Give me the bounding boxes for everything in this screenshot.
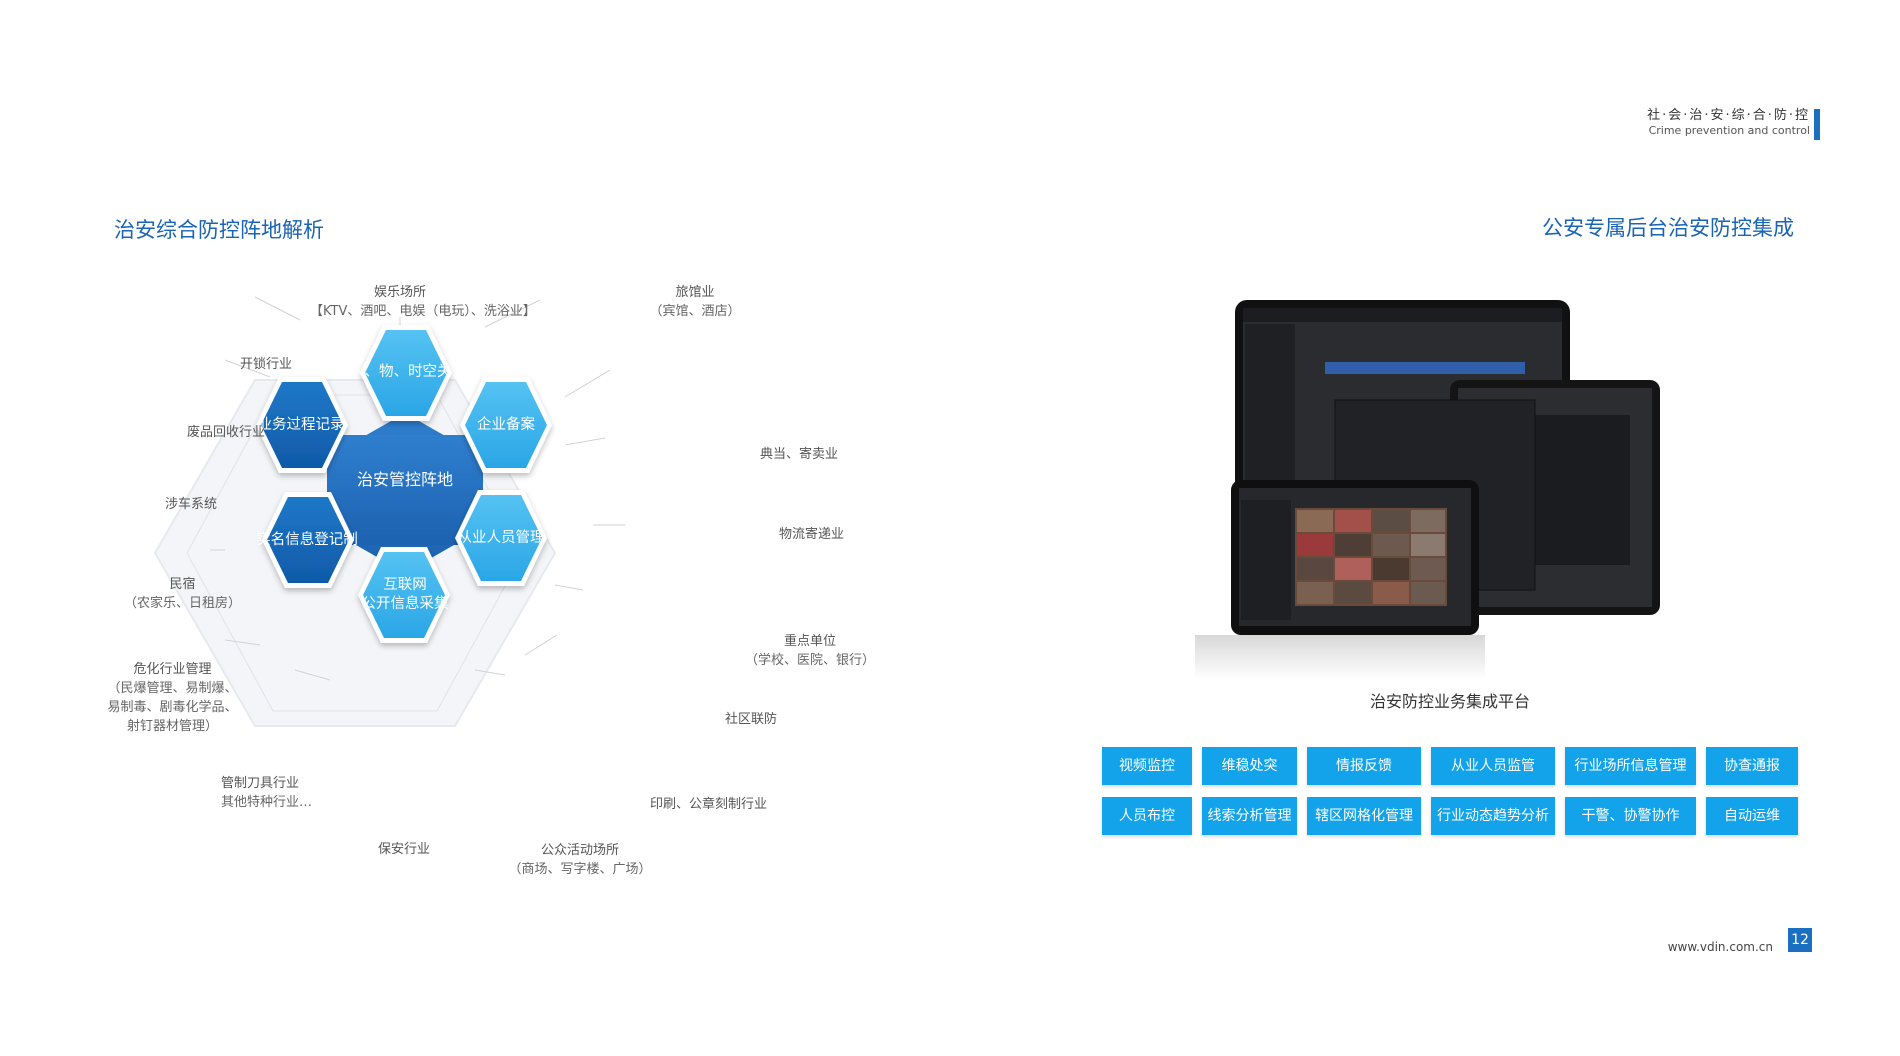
hex-lower-left xyxy=(267,497,349,583)
right-section-title: 公安专属后台治安防控集成 xyxy=(1542,216,1794,240)
btn-venue-info[interactable]: 行业场所信息管理 xyxy=(1565,747,1696,785)
label-public-place: 公众活动场所 （商场、写字楼、广场） xyxy=(508,843,652,877)
platform-screens-graphic xyxy=(1195,300,1660,680)
label-key-unit: 重点单位 （学校、医院、银行） xyxy=(745,634,876,668)
btn-trend-analysis[interactable]: 行业动态趋势分析 xyxy=(1431,797,1555,835)
brand-english: Crime prevention and control xyxy=(1648,124,1810,137)
btn-police-collab[interactable]: 干警、协警协作 xyxy=(1565,797,1696,835)
brand-accent-bar xyxy=(1814,109,1820,140)
btn-video-monitoring[interactable]: 视频监控 xyxy=(1102,747,1192,785)
hex-diagram-graphic xyxy=(153,296,625,727)
hex-label-upper-left: 业务过程记录 xyxy=(257,417,345,433)
hex-label-lower-right: 从业人员管理 xyxy=(457,530,545,546)
label-hazard: 危化行业管理 （民爆管理、易制爆、 易制毒、剧毒化学品、 射钉器材管理） xyxy=(107,662,238,734)
hex-upper-right xyxy=(465,382,547,468)
label-vehicle: 涉车系统 xyxy=(165,497,218,512)
btn-auto-ops[interactable]: 自动运维 xyxy=(1706,797,1798,835)
btn-staff-supervision[interactable]: 从业人员监管 xyxy=(1431,747,1555,785)
hex-upper-left xyxy=(261,382,343,468)
platform-caption: 治安防控业务集成平台 xyxy=(1369,692,1530,711)
hex-label-bottom-2: 公开信息采集 xyxy=(361,596,449,612)
center-hexagon-body xyxy=(327,435,483,545)
label-logistics: 物流寄递业 xyxy=(779,527,845,542)
btn-intelligence[interactable]: 情报反馈 xyxy=(1307,747,1421,785)
brand-header: 社·会·治·安·综·合·防·控 Crime prevention and con… xyxy=(1647,108,1810,138)
prevention-diagram: 人、物、时空关系 企业备案 从业人员管理 互联网 公开信息采集 实名信息登记制 … xyxy=(95,285,875,885)
footer-url: www.vdin.com.cn xyxy=(1667,940,1773,954)
brand-chinese: 社·会·治·安·综·合·防·控 xyxy=(1647,108,1810,123)
page-number: 12 xyxy=(1788,928,1812,952)
btn-bulletin[interactable]: 协查通报 xyxy=(1706,747,1798,785)
label-locksmith: 开锁行业 xyxy=(240,357,293,372)
hex-bottom xyxy=(363,552,445,638)
hex-top xyxy=(365,330,447,416)
btn-grid-management[interactable]: 辖区网格化管理 xyxy=(1307,797,1421,835)
hex-label-bottom-1: 互联网 xyxy=(383,577,427,593)
connector-lines xyxy=(210,296,625,681)
btn-personnel-control[interactable]: 人员布控 xyxy=(1102,797,1192,835)
label-entertainment: 娱乐场所 【KTV、酒吧、电娱（电玩）、洗浴业】 xyxy=(310,285,536,319)
hex-label-top: 人、物、时空关系 xyxy=(350,364,466,380)
label-pawn: 典当、寄卖业 xyxy=(760,447,839,462)
label-homestay: 民宿 （农家乐、日租房） xyxy=(123,577,241,611)
left-section-title: 治安综合防控阵地解析 xyxy=(114,218,324,242)
label-printing: 印刷、公章刻制行业 xyxy=(650,797,768,812)
hex-lower-right xyxy=(460,495,542,581)
hex-label-upper-right: 企业备案 xyxy=(477,417,535,433)
btn-stability[interactable]: 维稳处突 xyxy=(1202,747,1297,785)
btn-clue-analysis[interactable]: 线索分析管理 xyxy=(1202,797,1297,835)
label-knife: 管制刀具行业 其他特种行业… xyxy=(221,776,313,810)
label-recycling: 废品回收行业 xyxy=(187,425,266,440)
label-hotel: 旅馆业 （宾馆、酒店） xyxy=(649,285,741,319)
platform-screens-image xyxy=(1185,300,1665,690)
center-label: 治安管控阵地 xyxy=(356,470,453,489)
hex-label-lower-left: 实名信息登记制 xyxy=(256,532,358,548)
reflection xyxy=(1195,635,1485,680)
label-security: 保安行业 xyxy=(378,842,431,857)
label-community: 社区联防 xyxy=(725,712,778,727)
